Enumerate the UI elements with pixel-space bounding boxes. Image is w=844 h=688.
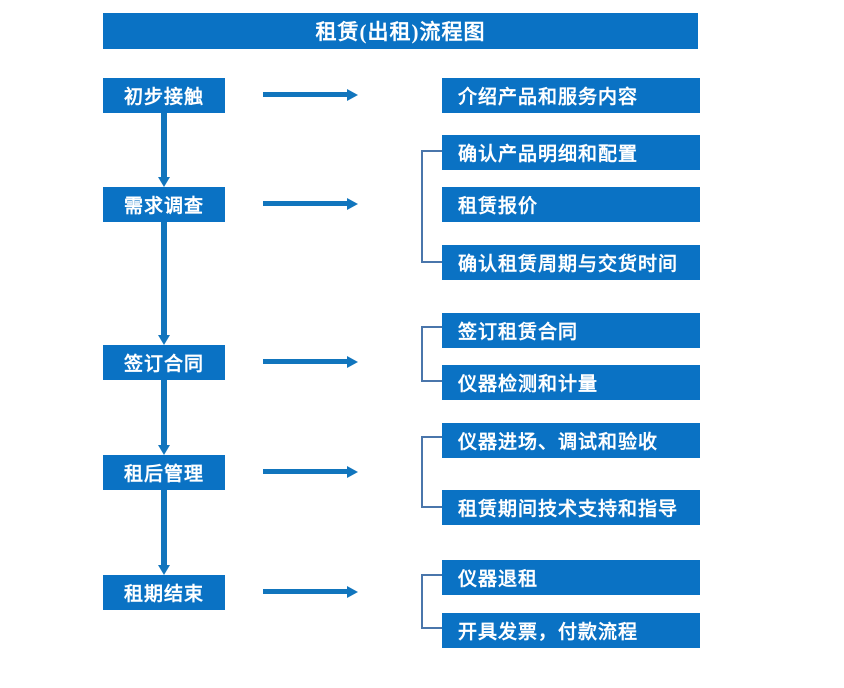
detail-node-8: 租赁期间技术支持和指导 (442, 490, 700, 525)
detail-node-3: 租赁报价 (442, 187, 700, 222)
right-arrow-icon-1 (263, 89, 358, 101)
stage-node-label: 租期结束 (123, 584, 204, 605)
bracket-group-zuqi (421, 574, 442, 629)
detail-node-label: 仪器检测和计量 (458, 374, 599, 395)
detail-node-7: 仪器进场、调试和验收 (442, 423, 700, 458)
page-title: 租赁(出租)流程图 (103, 13, 698, 49)
stage-node-3: 签订合同 (103, 345, 225, 380)
down-arrow-icon-4 (158, 490, 170, 575)
stage-node-2: 需求调查 (103, 187, 225, 222)
detail-node-label: 确认产品明细和配置 (458, 144, 639, 165)
detail-node-label: 仪器进场、调试和验收 (458, 432, 659, 453)
detail-node-9: 仪器退租 (442, 560, 700, 595)
down-arrow-icon-2 (158, 222, 170, 345)
detail-node-label: 租赁期间技术支持和指导 (458, 499, 679, 520)
detail-node-2: 确认产品明细和配置 (442, 135, 700, 170)
stage-node-label: 租后管理 (123, 464, 204, 485)
detail-node-label: 确认租赁周期与交货时间 (458, 254, 679, 275)
detail-node-label: 签订租赁合同 (458, 322, 579, 343)
detail-node-5: 签订租赁合同 (442, 313, 700, 348)
detail-node-label: 租赁报价 (458, 196, 539, 217)
stage-node-label: 签订合同 (123, 354, 204, 375)
stage-node-label: 需求调查 (123, 196, 204, 217)
right-arrow-icon-4 (263, 466, 358, 478)
right-arrow-icon-3 (263, 356, 358, 368)
detail-node-10: 开具发票，付款流程 (442, 613, 700, 648)
stage-node-4: 租后管理 (103, 455, 225, 490)
stage-node-label: 初步接触 (123, 87, 204, 108)
right-arrow-icon-2 (263, 198, 358, 210)
detail-node-4: 确认租赁周期与交货时间 (442, 245, 700, 280)
detail-node-label: 仪器退租 (458, 569, 539, 590)
detail-node-1: 介绍产品和服务内容 (442, 78, 700, 113)
detail-node-label: 介绍产品和服务内容 (458, 87, 639, 108)
bracket-group-xuqiu (421, 150, 442, 263)
bracket-group-zuhou (421, 436, 442, 508)
bracket-group-qianding (421, 326, 442, 382)
right-arrow-icon-5 (263, 586, 358, 598)
stage-node-5: 租期结束 (103, 575, 225, 610)
stage-node-1: 初步接触 (103, 78, 225, 113)
detail-node-6: 仪器检测和计量 (442, 365, 700, 400)
down-arrow-icon-1 (158, 113, 170, 187)
down-arrow-icon-3 (158, 380, 170, 455)
detail-node-label: 开具发票，付款流程 (458, 622, 639, 643)
